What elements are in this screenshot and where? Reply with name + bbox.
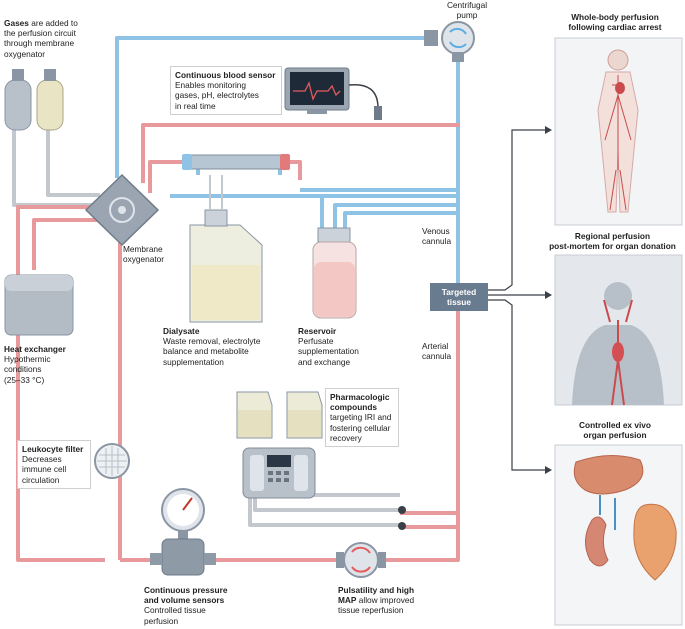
arterial-line1: Arterial [422, 341, 449, 351]
blood-sensor-line2: gases, pH, electrolytes [175, 90, 259, 101]
oxygenator-line2: oxygenator [123, 254, 165, 265]
centrifugal-pump-device [424, 21, 475, 62]
pulsatility-title1: Pulsatility and high [338, 585, 415, 595]
pressure-gauge [150, 488, 216, 576]
pressure-title2: and volume sensors [144, 595, 225, 606]
panel-title-regional: Regional perfusion post-mortem for organ… [540, 231, 685, 251]
pharmacologic-line1: targeting IRI and [330, 412, 392, 423]
dialysate-line1: Waste removal, electrolyte [163, 336, 261, 347]
pump-line1: Centrifugal [446, 0, 488, 10]
dialysate-line2: balance and metabolite [163, 346, 249, 357]
pressure-title1: Continuous pressure [144, 585, 228, 595]
gases-title: Gases [4, 18, 29, 28]
tissue-line2: tissue [447, 297, 471, 307]
pulsatility-line3: tissue reperfusion [338, 605, 404, 616]
heat-exchanger-label: Heat exchanger Hypothermic conditions (2… [4, 344, 84, 385]
pharmacologic-line2: fostering cellular [330, 422, 391, 433]
leukocyte-line3: circulation [22, 474, 60, 485]
leukocyte-line1: Decreases [22, 454, 62, 465]
dialysate-label: Dialysate Waste removal, electrolyte bal… [163, 326, 283, 367]
panel1-title1: Whole-body perfusion [571, 12, 659, 22]
reservoir-line1: Perfusate [298, 336, 334, 347]
tissue-line1: Targeted [441, 287, 477, 297]
heat-exchanger-title: Heat exchanger [4, 344, 66, 354]
venous-line2: cannula [422, 236, 452, 247]
panel3-title1: Controlled ex vivo [579, 420, 651, 430]
pulsatility-title2: MAP [338, 595, 357, 606]
panel-regional [554, 254, 683, 406]
reservoir-bottle [312, 227, 357, 319]
leukocyte-filter-label: Leukocyte filter Decreases immune cell c… [17, 440, 91, 489]
gas-cylinder-cream [36, 69, 64, 131]
venous-cannula-label: Venous cannula [422, 226, 462, 246]
panel-title-ex-vivo: Controlled ex vivo organ perfusion [545, 420, 685, 440]
heat-exchanger-line2: conditions [4, 364, 42, 375]
panel3-title2: organ perfusion [583, 430, 647, 441]
gases-text: are added to the perfusion circuit throu… [4, 18, 78, 59]
pump-line2: pump [456, 10, 478, 21]
blood-sensor-title: Continuous blood sensor [175, 70, 276, 80]
pressure-line1: Controlled tissue [144, 605, 206, 616]
infusion-pump [242, 447, 316, 499]
dialysate-bag [189, 175, 263, 323]
panel1-title2: following cardiac arrest [568, 22, 662, 33]
membrane-oxygenator-device [84, 173, 160, 247]
infusion-connectors [398, 506, 406, 530]
panel2-title1: Regional perfusion [574, 231, 651, 241]
panel-ex-vivo [554, 444, 683, 626]
pharmacologic-title2: compounds [330, 402, 378, 413]
pulsatility-pump [336, 542, 386, 578]
pressure-sensors-label: Continuous pressure and volume sensors C… [144, 585, 254, 626]
gas-cylinder-grey [4, 69, 32, 131]
branch-arrows [488, 129, 548, 471]
drug-bags [236, 391, 323, 439]
oxygenator-line1: Membrane [123, 244, 163, 254]
pulsatility-text2: allow improved [356, 595, 415, 606]
arterial-cannula-label: Arterial cannula [422, 341, 462, 361]
blood-sensor-label: Continuous blood sensor Enables monitori… [170, 66, 282, 115]
dialysate-line3: supplementation [163, 356, 224, 367]
centrifugal-pump-label: Centrifugal pump [442, 0, 492, 20]
venous-line1: Venous [422, 226, 450, 236]
reservoir-line3: and exchange [298, 356, 351, 367]
blood-sensor-line1: Enables monitoring [175, 80, 247, 91]
pharmacologic-line3: recovery [330, 432, 362, 443]
heat-exchanger-device [4, 274, 74, 336]
leukocyte-filter-device [94, 443, 130, 479]
blood-sensor-line3: in real time [175, 100, 216, 111]
pharmacologic-title1: Pharmacologic [330, 392, 390, 402]
dialysate-title: Dialysate [163, 326, 200, 336]
heat-exchanger-line3: (25–33 °C) [4, 374, 45, 385]
heat-exchanger-line1: Hypothermic [4, 354, 51, 365]
reservoir-title: Reservoir [298, 326, 337, 336]
targeted-tissue-box: Targeted tissue [430, 283, 488, 311]
dialyzer-cartridge [182, 154, 290, 170]
pharmacologic-label: Pharmacologic compounds targeting IRI an… [325, 388, 399, 448]
panel2-title2: post-mortem for organ donation [549, 241, 676, 252]
arterial-line2: cannula [422, 351, 452, 362]
gases-label: Gases are added to the perfusion circuit… [4, 18, 90, 59]
reservoir-label: Reservoir Perfusate supplementation and … [298, 326, 378, 367]
leukocyte-title: Leukocyte filter [22, 444, 84, 454]
panel-title-whole-body: Whole-body perfusion following cardiac a… [545, 12, 685, 32]
reservoir-line2: supplementation [298, 346, 359, 357]
pulsatility-label: Pulsatility and high MAP allow improved … [338, 585, 448, 616]
leukocyte-line2: immune cell [22, 464, 67, 475]
panel-whole-body [554, 37, 683, 226]
blood-sensor-monitor [284, 67, 382, 120]
arrow-heads [545, 126, 552, 474]
membrane-oxygenator-label: Membrane oxygenator [123, 244, 183, 264]
pressure-line2: perfusion [144, 615, 179, 626]
